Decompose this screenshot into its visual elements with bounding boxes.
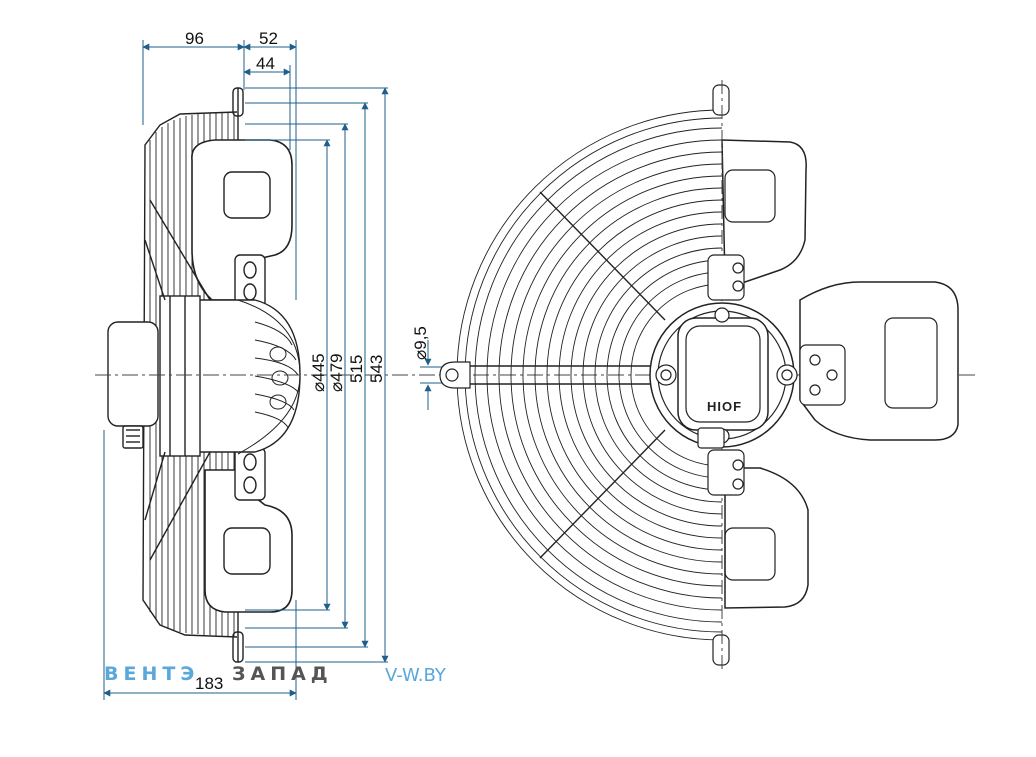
side-lower-blade-window	[223, 527, 271, 575]
dim-hole-9-5: ⌀9,5	[411, 326, 430, 360]
dim-543: 543	[367, 355, 386, 383]
side-rotor-fins	[254, 321, 299, 429]
dim-183: 183	[195, 674, 223, 693]
motor-logo: HIOF	[707, 399, 742, 414]
dim-96: 96	[185, 29, 204, 48]
front-view	[439, 80, 959, 670]
dim-dia-445: ⌀445	[309, 353, 328, 392]
side-motor-stator	[159, 295, 201, 457]
dimension-lines	[103, 40, 455, 700]
side-upper-blade-window	[223, 171, 271, 219]
watermark-site: V-W.BY	[385, 665, 446, 686]
side-upper-bracket	[234, 254, 266, 308]
front-lower-blade	[724, 467, 809, 609]
dim-52: 52	[259, 29, 278, 48]
watermark-brand-gray: ЗАПАД	[232, 663, 333, 685]
watermark-brand-blue: ВЕНТЭ	[104, 663, 200, 685]
front-upper-blade	[721, 139, 807, 283]
dim-44: 44	[256, 54, 275, 73]
dim-515: 515	[347, 355, 366, 383]
front-guard-spokes	[458, 191, 666, 559]
front-mount-lug	[439, 361, 471, 389]
side-terminal-box	[107, 321, 159, 427]
dim-dia-479: ⌀479	[327, 353, 346, 392]
side-lower-bracket	[234, 447, 266, 501]
